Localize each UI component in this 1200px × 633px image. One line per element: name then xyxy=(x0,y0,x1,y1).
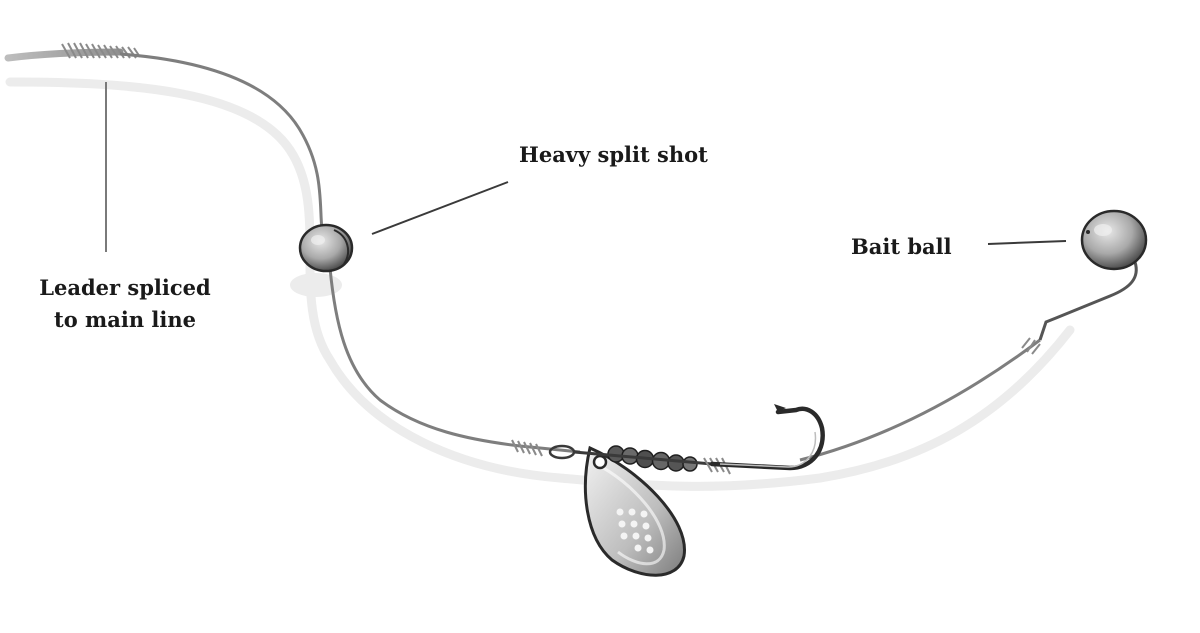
label-leader-line2: to main line xyxy=(54,307,196,332)
spinner-knot xyxy=(511,439,543,457)
label-leader-spliced: Leader spliced to main line xyxy=(20,272,230,336)
leader-line-lower xyxy=(328,267,581,454)
bait-ball xyxy=(1080,209,1148,271)
callout-line-bait-ball xyxy=(987,240,1067,245)
hook-barb xyxy=(774,404,786,412)
line-shadow xyxy=(5,77,1075,491)
callout-line-split-shot xyxy=(371,181,509,235)
split-shot-shadow xyxy=(290,273,342,297)
bait-wire xyxy=(1038,261,1138,341)
label-heavy-split-shot: Heavy split shot xyxy=(519,142,708,167)
bait-line xyxy=(799,338,1041,462)
bait-line-knot xyxy=(1021,337,1041,355)
leader-line xyxy=(119,52,328,249)
split-shot xyxy=(298,223,354,273)
fish-hook xyxy=(709,406,825,471)
label-bait-ball: Bait ball xyxy=(851,234,952,259)
spinner-shaft xyxy=(573,450,713,466)
label-leader-line1: Leader spliced xyxy=(39,275,211,300)
fish-hook-highlight xyxy=(719,431,817,468)
spinner-blade xyxy=(583,445,686,577)
splice-knot xyxy=(61,42,141,59)
